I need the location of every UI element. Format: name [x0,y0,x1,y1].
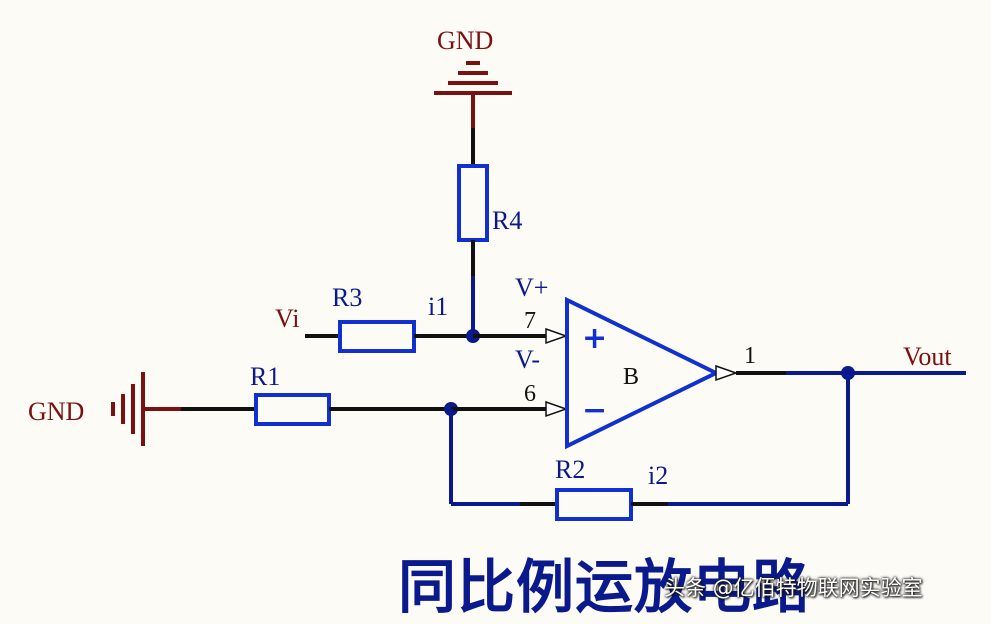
vplus-label: V+ [515,273,548,302]
pin1-label: 1 [744,343,756,369]
i1-label: i1 [428,292,448,321]
pin1-arrow [715,364,739,382]
watermark: 头条 @亿佰特物联网实验室 [664,576,923,600]
resistor-r4 [457,164,489,242]
pin7-arrow [545,327,569,345]
r3-label: R3 [332,283,362,312]
opamp-minus-sign: − [582,393,607,428]
vminus-label: V- [515,345,540,374]
diagram-caption: 同比例运放电路 [398,553,812,621]
gnd-left-label: GND [28,397,84,426]
pin6-arrow [545,400,569,418]
ground-symbol-left [111,372,181,446]
vout-label: Vout [903,342,952,371]
i2-label: i2 [648,461,668,490]
opamp-triangle [565,296,721,450]
r2-label: R2 [555,455,585,484]
gnd-top-label: GND [437,26,493,55]
opamp-plus-sign: + [582,321,607,356]
vi-label: Vi [275,304,299,333]
resistor-r3 [338,320,416,353]
resistor-r2 [555,488,633,521]
r4-label: R4 [492,206,522,235]
pin6-label: 6 [524,381,536,407]
opamp-label: B [623,364,639,390]
r1-label: R1 [250,362,280,391]
ground-symbol-top [434,61,512,128]
resistor-r1 [254,393,331,426]
pin7-label: 7 [524,308,536,334]
